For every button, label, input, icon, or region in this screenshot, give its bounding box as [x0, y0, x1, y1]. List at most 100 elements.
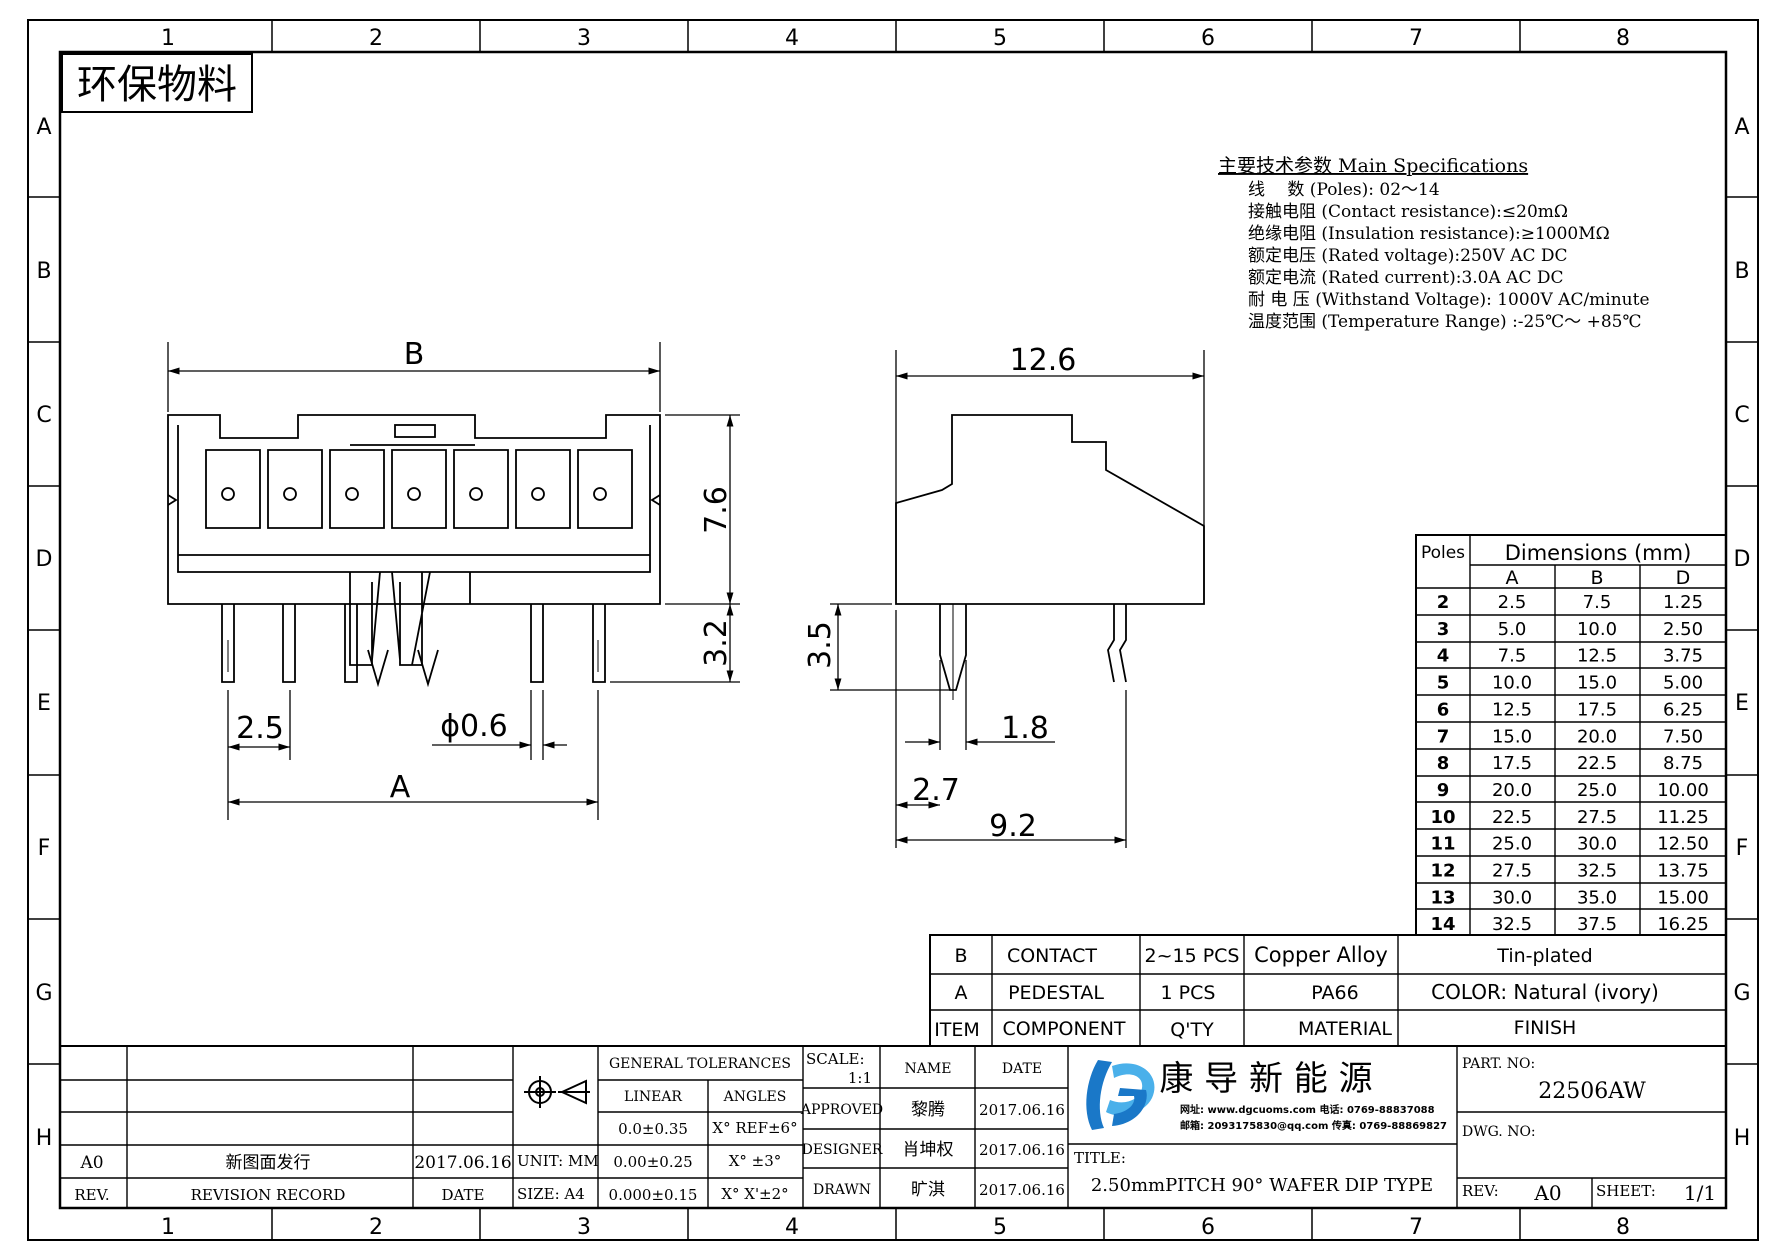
spec-line: 额定电流 (Rated current):3.0A AC DC: [1248, 268, 1564, 288]
name-header: NAME: [905, 1061, 952, 1077]
row-label: H: [1734, 1126, 1751, 1151]
bom-header-item: ITEM: [934, 1019, 980, 1041]
tol-angle: X° X'±2°: [721, 1185, 788, 1203]
company-logo-icon: [1086, 1060, 1155, 1130]
row-label: C: [36, 403, 51, 428]
dimension-cell: 32.5: [1492, 914, 1532, 935]
dimension-cell: 7.5: [1583, 592, 1612, 613]
row-label: F: [38, 836, 51, 861]
company-contact: 网址: www.dgcuoms.com 电话: 0769-88837088: [1180, 1103, 1435, 1116]
poles-cell: 2: [1437, 592, 1450, 613]
dim-label-1-8: 1.8: [1001, 711, 1049, 746]
designer-date: 2017.06.16: [979, 1141, 1065, 1159]
row-label: B: [36, 259, 51, 284]
row-label: G: [1733, 981, 1750, 1006]
unit-label: UNIT: MM: [517, 1152, 599, 1170]
pcb-pins: [221, 604, 606, 688]
poles-cell: 3: [1437, 619, 1450, 640]
row-label: G: [35, 981, 52, 1006]
dimension-cell: 22.5: [1492, 807, 1532, 828]
dimension-cell: 12.5: [1492, 699, 1532, 720]
bom-finish: Tin-plated: [1496, 945, 1592, 967]
col-label: 8: [1616, 26, 1630, 51]
dimension-cell: 17.5: [1577, 699, 1617, 720]
dimension-cell: 35.0: [1577, 887, 1617, 908]
row-label: A: [1734, 115, 1749, 140]
poles-cell: 11: [1430, 834, 1455, 855]
dimension-cell: 27.5: [1492, 861, 1532, 882]
dim-label-b: B: [404, 337, 425, 372]
poles-cell: 5: [1437, 673, 1450, 694]
bom-finish: COLOR: Natural (ivory): [1431, 980, 1659, 1004]
drawn-name: 旷淇: [911, 1180, 945, 1200]
dimension-cell: 32.5: [1577, 861, 1617, 882]
revision-record: 新图面发行: [226, 1153, 311, 1173]
poles-cell: 14: [1430, 914, 1455, 935]
dimension-cell: 5.00: [1663, 673, 1703, 694]
bom-material: Copper Alloy: [1254, 943, 1388, 967]
poles-cell: 8: [1437, 753, 1450, 774]
rev-value: A0: [1533, 1181, 1561, 1205]
sheet-value: 1/1: [1684, 1181, 1716, 1205]
dimension-cell: 25.0: [1492, 834, 1532, 855]
row-label: H: [36, 1126, 53, 1151]
date-header: DATE: [1002, 1061, 1042, 1077]
dimension-cell: 20.0: [1492, 780, 1532, 801]
record-header: REVISION RECORD: [191, 1186, 346, 1204]
spec-heading: 主要技术参数 Main Specifications: [1218, 155, 1528, 177]
side-dimensions: [830, 350, 1205, 848]
row-label: B: [1734, 259, 1749, 284]
dimension-cell: 20.0: [1577, 726, 1617, 747]
row-label: A: [36, 115, 51, 140]
spec-line: 接触电阻 (Contact resistance):≤20mΩ: [1248, 202, 1568, 222]
bom-header-qty: Q'TY: [1170, 1019, 1214, 1041]
col-header-d: D: [1676, 567, 1691, 589]
col-label: 2: [369, 26, 383, 51]
poles-cell: 6: [1437, 699, 1450, 720]
dim-label-height: 7.6: [699, 486, 734, 534]
col-label: 7: [1409, 1215, 1423, 1240]
approved-name: 黎腾: [911, 1100, 945, 1120]
dimension-cell: 30.0: [1492, 887, 1532, 908]
dimension-cell: 11.25: [1657, 807, 1709, 828]
side-housing: [895, 414, 1205, 605]
projection-symbol-icon: [524, 1076, 590, 1108]
spec-line: 绝缘电阻 (Insulation resistance):≥1000MΩ: [1248, 224, 1610, 244]
bom-qty: 1 PCS: [1161, 982, 1216, 1004]
company-contact: 邮箱: 2093175830@qq.com 传真: 0769-88869827: [1180, 1119, 1447, 1132]
approved-date: 2017.06.16: [979, 1101, 1065, 1119]
col-label: 2: [369, 1215, 383, 1240]
drawn-date: 2017.06.16: [979, 1181, 1065, 1199]
col-label: 5: [993, 26, 1007, 51]
poles-cell: 10: [1430, 807, 1455, 828]
bom-header-material: MATERIAL: [1298, 1018, 1392, 1040]
bom-material: PA66: [1311, 982, 1358, 1004]
dimension-cell: 15.0: [1492, 726, 1532, 747]
row-label: E: [37, 691, 51, 716]
dimension-cell: 10.0: [1492, 673, 1532, 694]
part-no-value: 22506AW: [1538, 1079, 1646, 1104]
main-specifications: 主要技术参数 Main Specifications 线 数 (Poles): …: [1218, 155, 1650, 332]
col-label: 3: [577, 1215, 591, 1240]
housing-outline: [167, 414, 661, 605]
dim-label-width: 12.6: [1010, 343, 1077, 378]
housing-inner: [177, 425, 651, 573]
col-label: 6: [1201, 1215, 1215, 1240]
dimension-cell: 37.5: [1577, 914, 1617, 935]
dim-label-2-7: 2.7: [912, 773, 960, 808]
row-label: D: [1734, 547, 1751, 572]
dim-label-pitch: 2.5: [236, 711, 284, 746]
dimension-cell: 27.5: [1577, 807, 1617, 828]
bom-header-finish: FINISH: [1514, 1017, 1577, 1039]
col-label: 1: [161, 26, 175, 51]
row-label: C: [1734, 403, 1749, 428]
general-tolerances-header: GENERAL TOLERANCES: [609, 1056, 791, 1072]
eco-material-badge: 环保物料: [61, 53, 253, 113]
side-pin-bent: [1107, 604, 1127, 683]
col-label: 5: [993, 1215, 1007, 1240]
poles-cell: 7: [1437, 726, 1450, 747]
front-view: [167, 414, 661, 688]
approved-label: APPROVED: [800, 1102, 883, 1118]
